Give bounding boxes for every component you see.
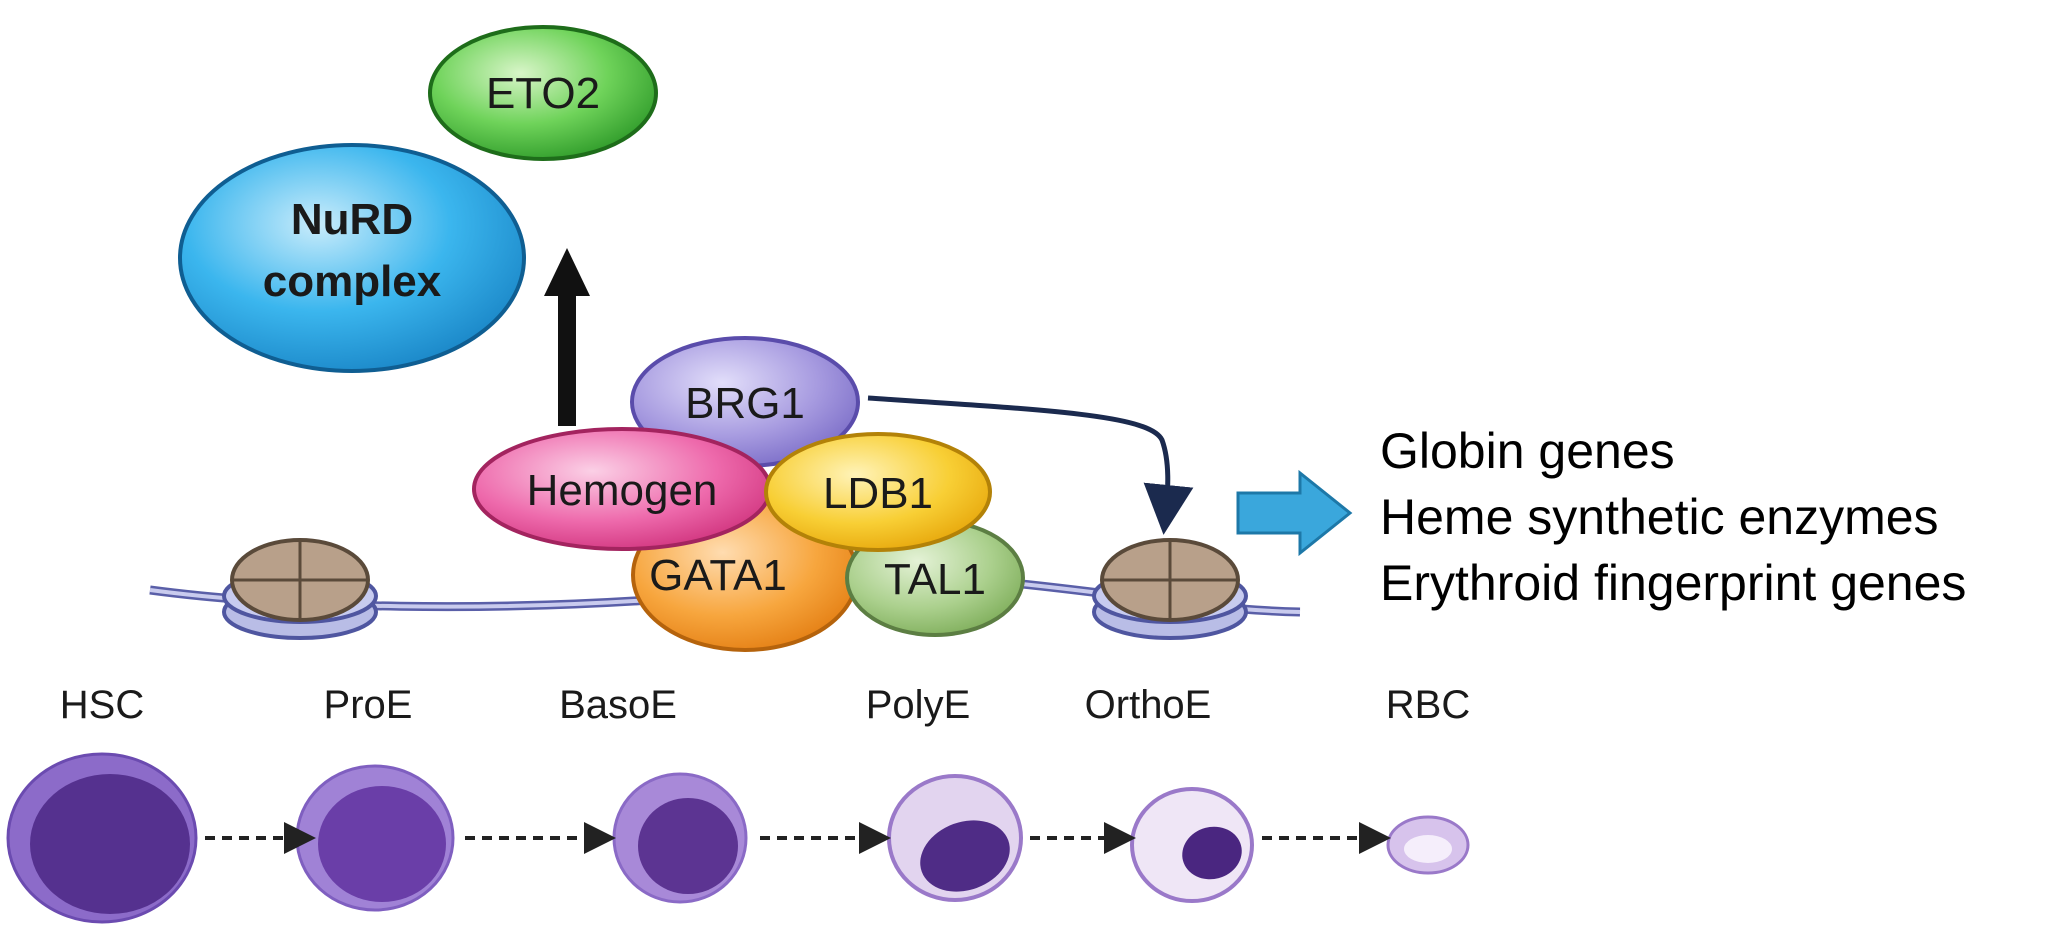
stage-label-hsc: HSC — [60, 683, 144, 727]
target-gene-heme: Heme synthetic enzymes — [1380, 489, 1939, 545]
stage-label-polye: PolyE — [866, 683, 971, 727]
target-genes-arrow — [1236, 469, 1353, 557]
brg1-label: BRG1 — [685, 379, 805, 428]
cell-hsc — [6, 752, 198, 924]
cell-rbc — [1386, 815, 1470, 875]
brg1-to-nucleosome-arrow — [867, 395, 1194, 535]
cell-polye — [887, 774, 1023, 902]
nurd-label-line2: complex — [263, 257, 442, 306]
target-gene-erythroid: Erythroid fingerprint genes — [1380, 555, 1967, 611]
tal1-label: TAL1 — [884, 555, 986, 604]
eto2-node: ETO2 — [428, 25, 658, 161]
cell-proe — [295, 764, 455, 912]
ldb1-node: LDB1 — [764, 432, 992, 552]
nurd-complex-node: NuRD complex — [178, 143, 526, 373]
stage-label-basoe: BasoE — [559, 683, 677, 727]
stage-label-rbc: RBC — [1386, 683, 1470, 727]
eto2-label: ETO2 — [486, 69, 600, 118]
stage-label-orthoe: OrthoE — [1085, 683, 1212, 727]
target-gene-globin: Globin genes — [1380, 423, 1675, 479]
nucleosome-right — [1092, 538, 1248, 640]
up-arrow — [544, 248, 590, 426]
cell-orthoe — [1130, 787, 1254, 903]
cell-basoe — [612, 772, 748, 904]
target-genes-list: Globin genes Heme synthetic enzymes Eryt… — [1380, 418, 1966, 616]
gata1-label: GATA1 — [649, 551, 787, 600]
stage-label-proe: ProE — [324, 683, 413, 727]
nurd-label-line1: NuRD — [291, 195, 413, 244]
hemogen-node: Hemogen — [472, 427, 772, 551]
nucleosome-left — [222, 538, 378, 640]
hemogen-label: Hemogen — [527, 466, 718, 515]
ldb1-label: LDB1 — [823, 469, 933, 518]
stage-labels: HSC ProE BasoE PolyE OrthoE RBC — [60, 683, 1470, 727]
